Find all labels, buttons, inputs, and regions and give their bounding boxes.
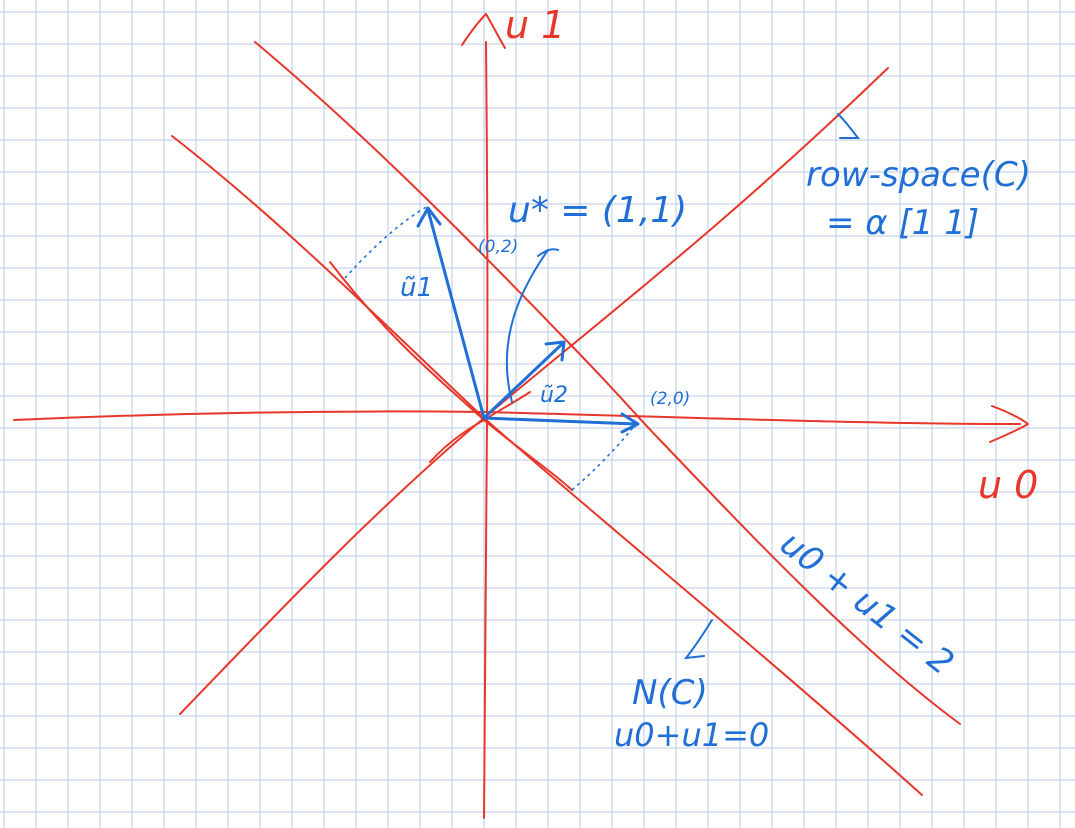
label-point-2-0: (2,0) (650, 389, 690, 409)
axis-label-u1: u 1 (505, 3, 565, 47)
label-row-space: row-space(C) (806, 155, 1031, 195)
line-u0-plus-u1-eq-2 (254, 41, 961, 725)
steep-line-b (429, 391, 531, 463)
label-null-space: N(C) (632, 673, 708, 713)
null-space-line (171, 135, 923, 796)
steep-line-a (329, 261, 573, 491)
label-point-0-2: (0,2) (478, 237, 518, 257)
label-line-sum-2: u0 + u1 = 2 (772, 524, 961, 684)
u1-axis (483, 41, 489, 819)
label-row-space-alpha: = α [1 1] (826, 203, 979, 243)
vector-u2-tilde (482, 342, 564, 420)
projection-dash-u2 (571, 423, 637, 491)
vector-to-2-0-arrowhead (620, 412, 640, 434)
u0-axis-arrowhead (989, 405, 1029, 443)
label-vector-u1: ũ1 (400, 273, 433, 303)
u-star-pointer-arrowhead (537, 248, 559, 257)
vector-to-2-0 (482, 416, 638, 426)
u1-axis-arrowhead (461, 13, 506, 49)
axis-label-u0: u 0 (978, 463, 1038, 507)
row-space-pointer (837, 113, 861, 139)
label-null-space-eq: u0+u1=0 (614, 716, 769, 754)
vector-u2-tilde-arrowhead (544, 340, 566, 362)
row-space-line (179, 67, 889, 715)
label-u-star: u* = (1,1) (508, 190, 687, 231)
vector-u1-tilde-arrowhead (416, 206, 442, 228)
null-space-pointer (683, 619, 713, 660)
u-star-pointer (505, 249, 549, 403)
label-vector-u2: ũ2 (540, 383, 568, 408)
vector-u1-tilde (426, 208, 486, 420)
u0-axis (13, 410, 1021, 425)
projection-dash-u1 (344, 205, 429, 279)
